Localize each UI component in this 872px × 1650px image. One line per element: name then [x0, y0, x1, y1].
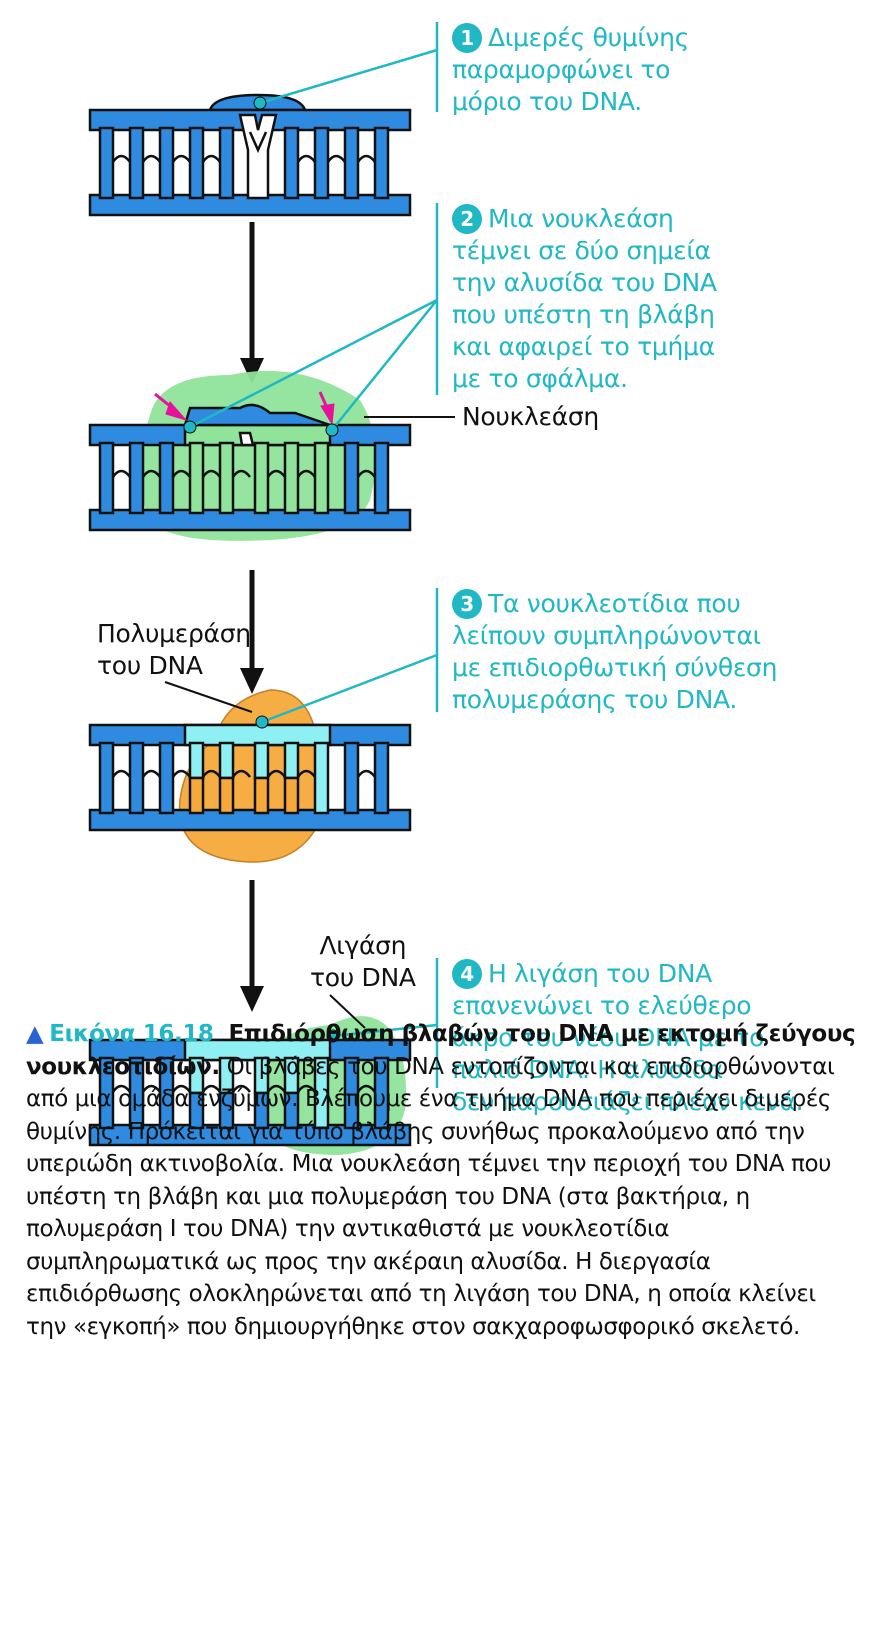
caption-title: Επιδιόρθωση βλαβών του DNA με εκτομή ζεύ… — [26, 1021, 856, 1080]
callout-line-3 — [164, 588, 439, 729]
cut-arrow-icon — [154, 391, 335, 426]
base-pairs — [98, 126, 390, 200]
callout-line-4 — [326, 958, 439, 1088]
base-pair-joints — [111, 154, 376, 163]
callout-line-1 — [253, 22, 439, 112]
polymerase-label: Πολυμεράση του DNA — [97, 619, 251, 680]
arrow-down-icon — [240, 880, 264, 1012]
step-number-badge: 2 — [452, 204, 482, 234]
nuclease-label: Νουκλεάση — [462, 402, 599, 431]
arrow-down-icon — [240, 222, 264, 384]
figure-caption: ▲Εικόνα 16.18 Επιδιόρθωση βλαβών του DNA… — [26, 1018, 856, 1343]
caption-text: Οι βλάβες του DNA εντοπίζονται και επιδι… — [26, 1053, 835, 1340]
ligase-label: Λιγάση του DNA — [310, 931, 416, 992]
stage-3-dna — [88, 723, 412, 832]
step-number-badge: 3 — [452, 589, 482, 619]
arrow-down-icon — [240, 570, 264, 694]
stage-1-dna — [88, 93, 412, 217]
step-number-badge: 1 — [452, 23, 482, 53]
thymine-dimer — [238, 113, 278, 200]
triangle-marker-icon: ▲ — [26, 1021, 44, 1047]
figure-number: Εικόνα 16.18 — [49, 1021, 214, 1047]
stage-4-dna — [88, 1038, 412, 1147]
step-number-badge: 4 — [452, 959, 482, 989]
callout-line-2 — [183, 203, 455, 437]
